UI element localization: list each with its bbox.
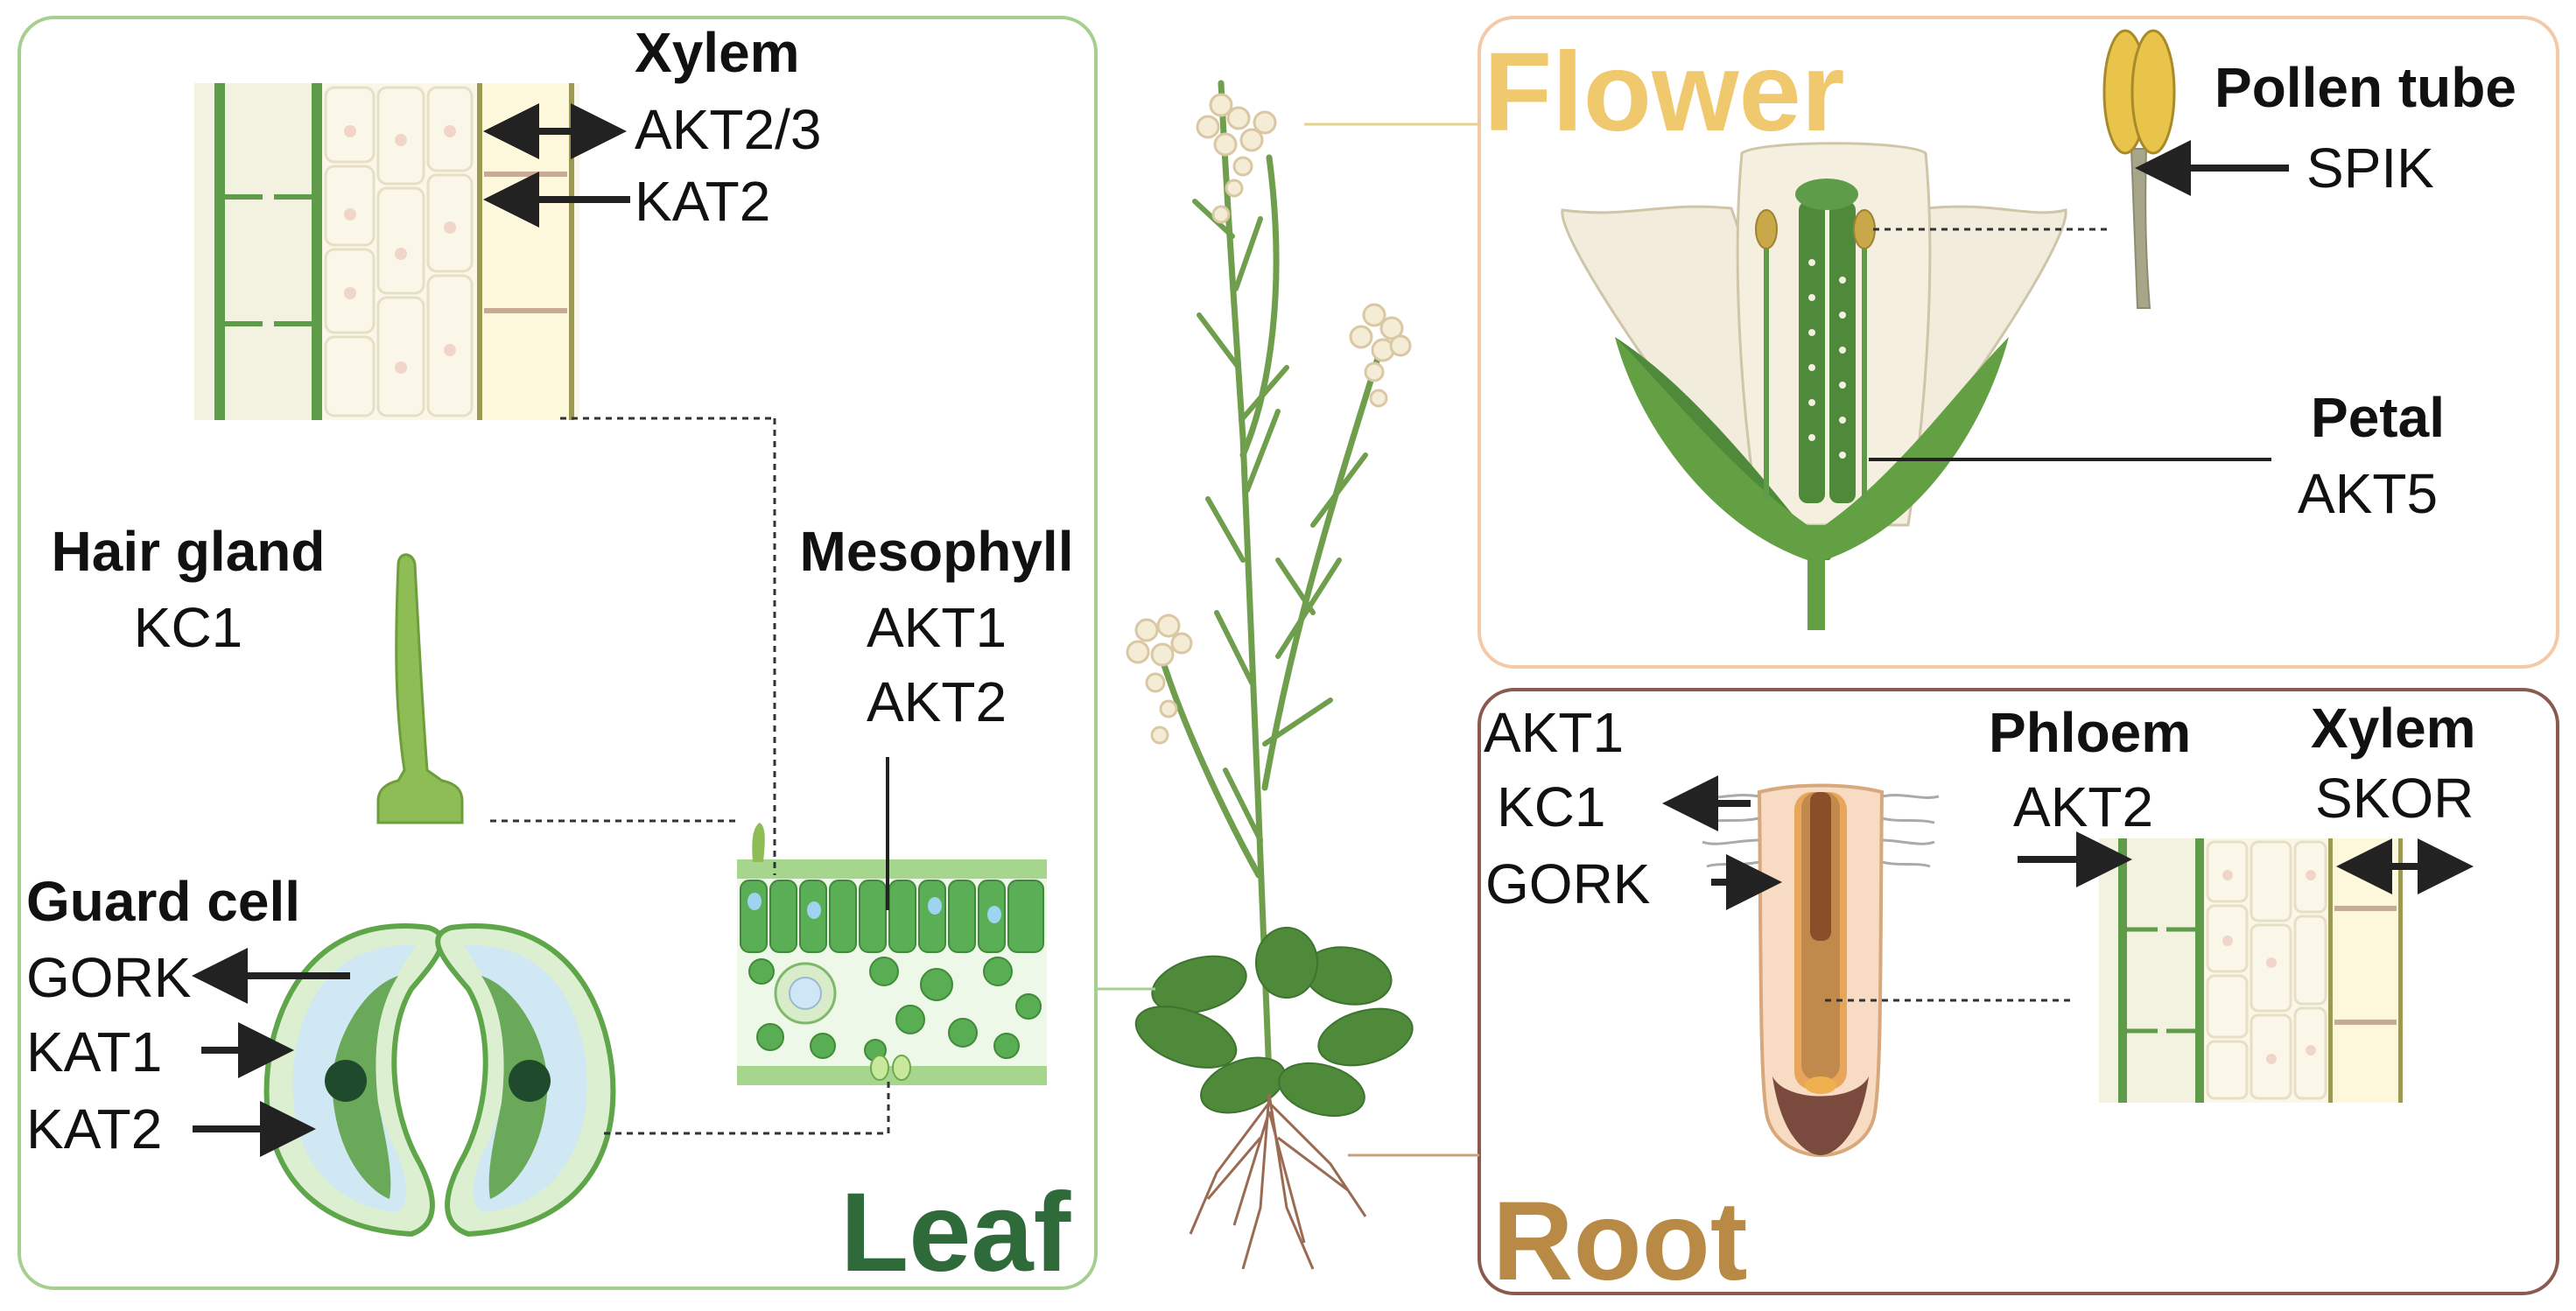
guard-cell-heading: Guard cell (26, 870, 300, 933)
root-tip-shape (1697, 783, 1940, 1158)
petal-gene-1: AKT5 (2298, 462, 2439, 525)
leaf-title: Leaf (840, 1170, 1071, 1295)
root-gene-3: GORK (1485, 852, 1651, 915)
pollen-tube-heading: Pollen tube (2215, 56, 2516, 119)
root-vascular-tissue (2099, 838, 2403, 1103)
phloem-gene-1: AKT2 (2013, 775, 2154, 838)
mesophyll-gene-2: AKT2 (866, 670, 1007, 733)
flower-title: Flower (1484, 30, 1845, 155)
mesophyll-gene-1: AKT1 (866, 596, 1007, 659)
leaf-xylem-gene-1: AKT2/3 (635, 98, 822, 161)
hair-gland-shape (376, 553, 464, 824)
guard-cell-gene-2: KAT1 (26, 1020, 163, 1083)
hair-gland-heading: Hair gland (51, 520, 326, 583)
petal-heading: Petal (2311, 386, 2445, 449)
leaf-xylem-heading: Xylem (635, 21, 800, 84)
root-title: Root (1492, 1179, 1748, 1304)
pollen-tube-gene-1: SPIK (2306, 137, 2434, 200)
mesophyll-cross-section (737, 823, 1047, 1085)
mesophyll-heading: Mesophyll (799, 520, 1074, 583)
hair-gland-gene-1: KC1 (133, 596, 243, 659)
root-gene-1: AKT1 (1484, 701, 1625, 764)
phloem-heading: Phloem (1989, 701, 2192, 764)
guard-cell-gene-1: GORK (26, 946, 192, 1009)
leaf-xylem-gene-2: KAT2 (635, 170, 771, 233)
root-xylem-heading: Xylem (2311, 697, 2476, 760)
guard-cell-pair (263, 923, 616, 1237)
guard-cell-gene-3: KAT2 (26, 1097, 163, 1160)
flower-shape (1561, 142, 2067, 630)
root-gene-2: KC1 (1497, 775, 1606, 838)
root-xylem-gene-1: SKOR (2315, 767, 2474, 830)
arabidopsis-plant (1126, 80, 1414, 1270)
